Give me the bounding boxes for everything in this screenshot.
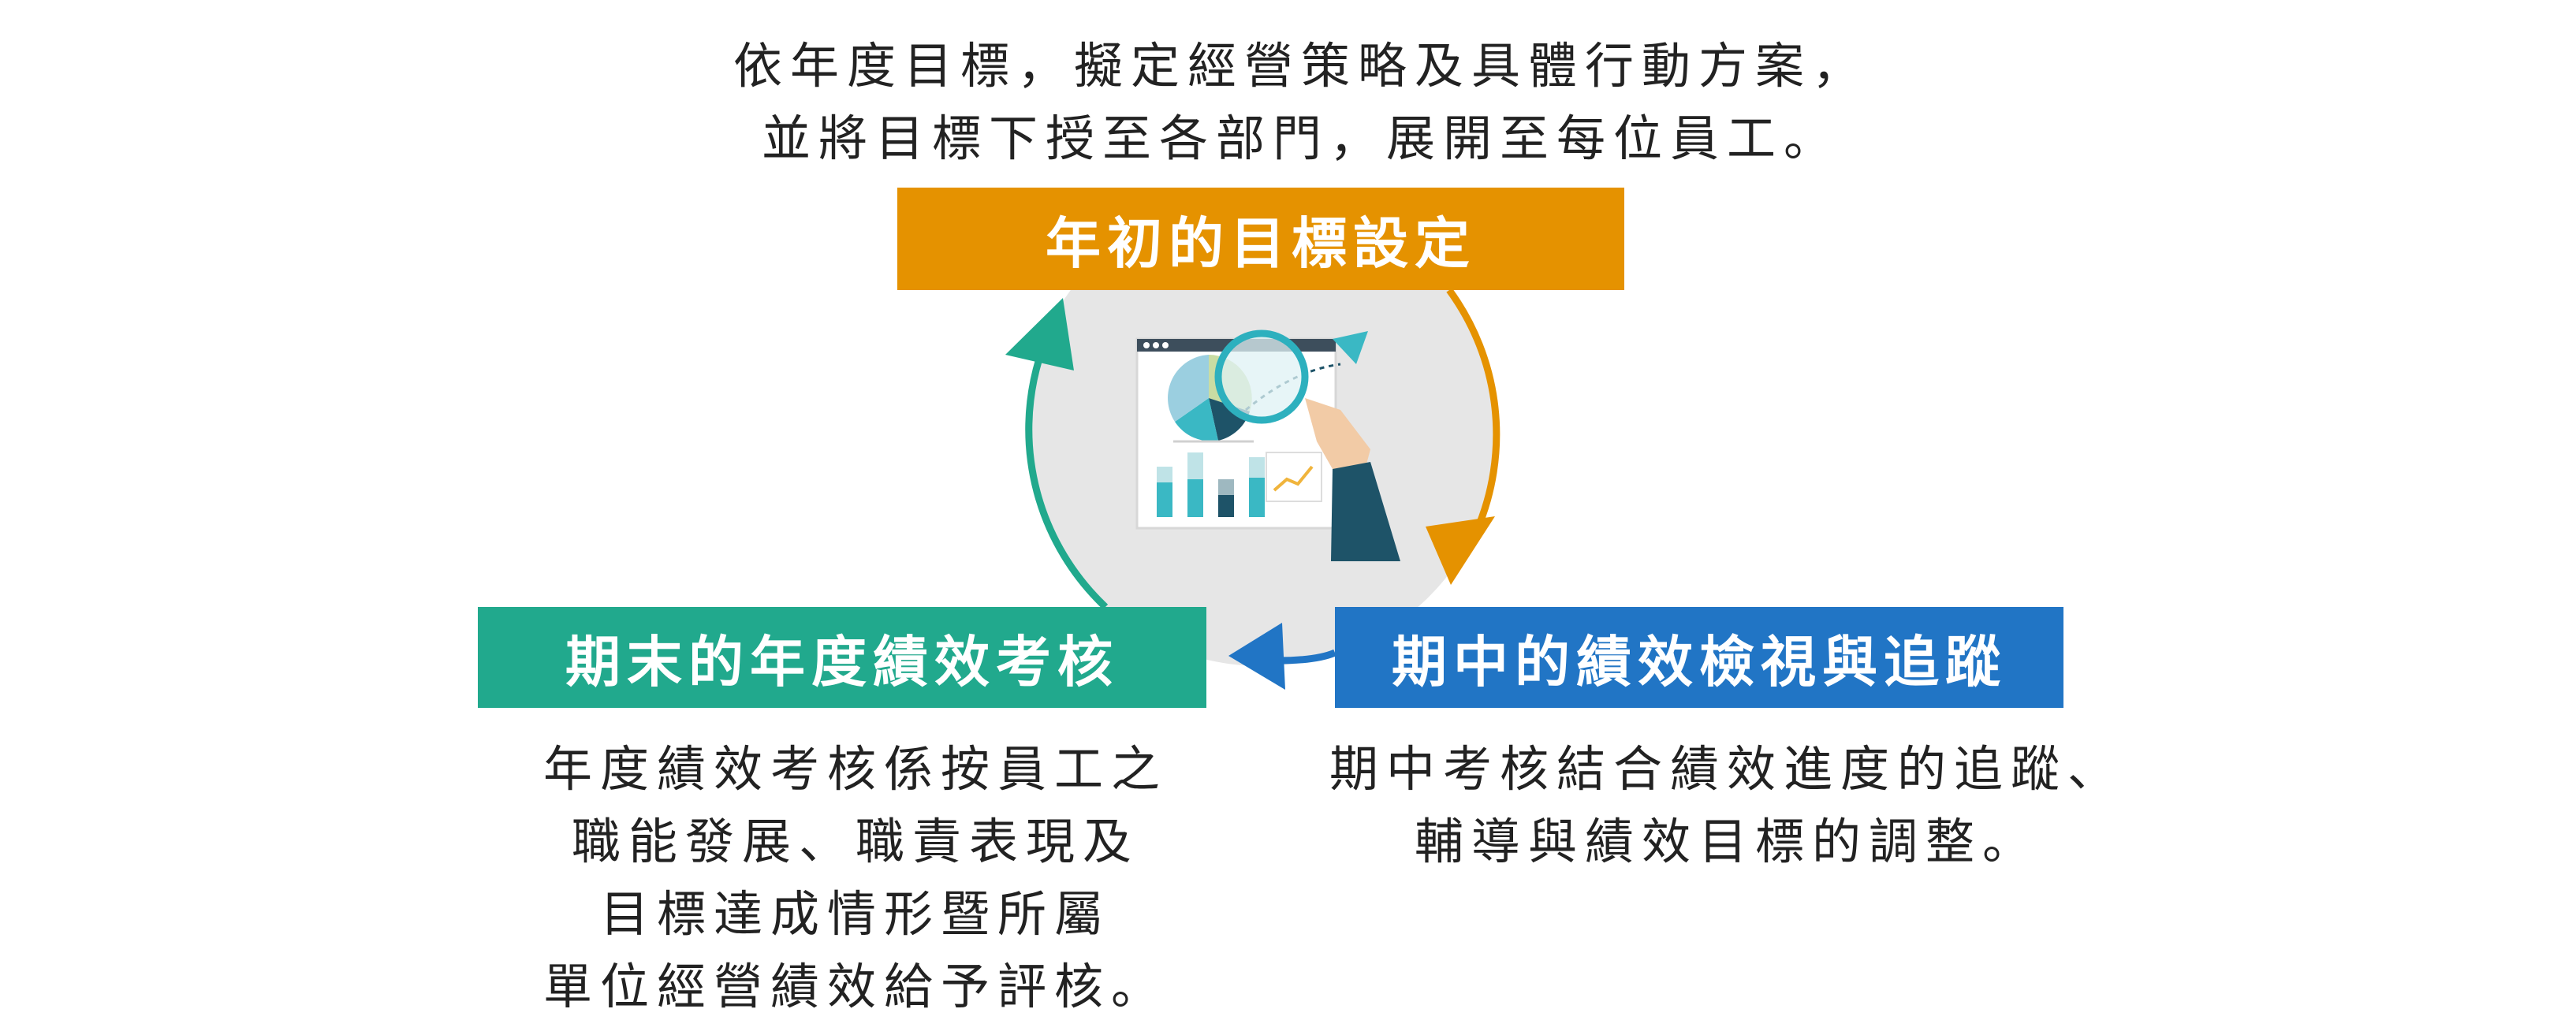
annual-review-banner: 期末的年度績效考核: [478, 607, 1206, 708]
arrow-left-to-top-head: [1005, 298, 1074, 370]
midyear-review-banner: 期中的績效檢視與追蹤: [1335, 607, 2063, 708]
annual-review-description: 年度績效考核係按員工之 職能發展、職責表現及 目標達成情形暨所屬 單位經營績效給…: [442, 733, 1269, 1023]
arrow-top-to-right: [1446, 288, 1500, 534]
arrow-right-to-left: [1277, 649, 1336, 665]
annual-review-banner-label: 期末的年度績效考核: [565, 629, 1119, 694]
goal-setting-banner: 年初的目標設定: [897, 188, 1624, 290]
annual-review-description-line-4: 單位經營績效給予評核。: [542, 958, 1168, 1015]
analytics-report-magnifier-icon: [1135, 329, 1400, 561]
goal-setting-description-line-2: 並將目標下授至各部門，展開至每位員工。: [761, 110, 1840, 167]
midyear-review-description: 期中考核結合績效進度的追蹤、 輔導與績效目標的調整。: [1293, 733, 2160, 878]
midyear-review-description-line-2: 輔導與績效目標的調整。: [1414, 813, 2039, 870]
midyear-review-banner-label: 期中的績效檢視與追蹤: [1392, 629, 2007, 694]
arrow-right-to-left-head: [1228, 623, 1285, 690]
arrow-top-to-right-head: [1426, 516, 1495, 585]
annual-review-description-line-2: 職能發展、職責表現及: [571, 813, 1139, 870]
goal-setting-description: 依年度目標，擬定經營策略及具體行動方案， 並將目標下授至各部門，展開至每位員工。: [631, 30, 1971, 175]
arrow-left-to-top: [1025, 357, 1109, 610]
annual-review-description-line-3: 目標達成情形暨所屬: [599, 885, 1111, 943]
goal-setting-banner-label: 年初的目標設定: [1046, 210, 1476, 276]
goal-setting-description-line-1: 依年度目標，擬定經營策略及具體行動方案，: [733, 37, 1869, 95]
annual-review-description-line-1: 年度績效考核係按員工之: [542, 740, 1168, 798]
midyear-review-description-line-1: 期中考核結合績效進度的追蹤、: [1329, 740, 2124, 798]
